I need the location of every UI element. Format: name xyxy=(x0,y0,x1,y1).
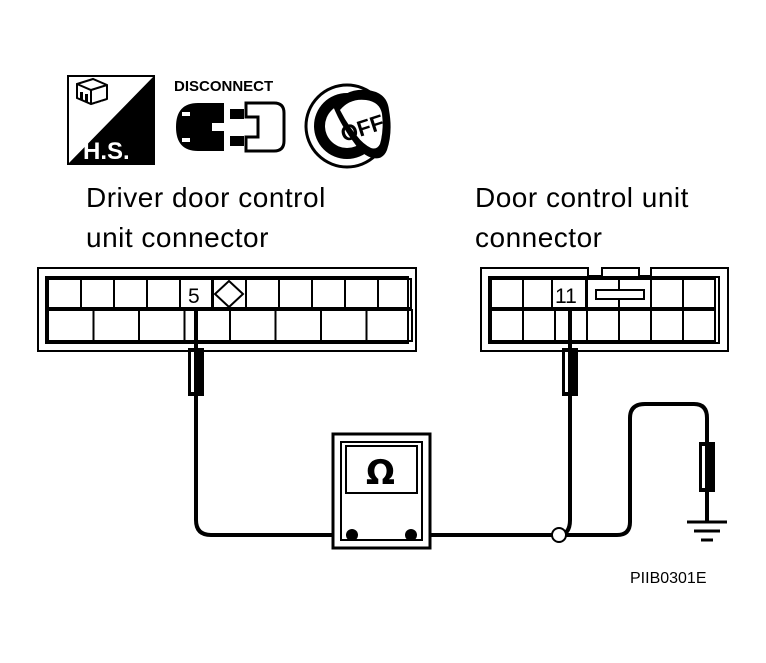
connector-cavity xyxy=(377,278,412,309)
driver-connector-label: Driver door control unit connector xyxy=(86,178,326,258)
reference-code: PIIB0301E xyxy=(630,570,707,587)
driver-probe xyxy=(188,308,204,396)
meter-terminal-left xyxy=(346,529,358,541)
harness-side-icon: H.S. xyxy=(67,75,155,165)
ground-lead xyxy=(560,402,709,537)
driver-pin-number: 5 xyxy=(188,285,200,308)
meter-display xyxy=(345,445,418,494)
ground-probe xyxy=(699,442,715,522)
ignition-off-icon: OFF xyxy=(304,83,391,169)
disconnect-label: DISCONNECT xyxy=(174,78,273,95)
ohmmeter: Ω xyxy=(331,432,432,550)
door-connector-label: Door control unit connector xyxy=(475,178,689,258)
driver-connector-label-line1: Driver door control xyxy=(86,182,326,213)
connector-slot xyxy=(595,289,645,300)
test-leads xyxy=(194,394,709,537)
ground-icon xyxy=(687,520,727,542)
door-probe xyxy=(562,308,578,396)
connector-key-diamond xyxy=(213,279,245,309)
connector-cavity xyxy=(365,309,413,342)
driver-connector-label-line2: unit connector xyxy=(86,222,269,253)
connector-cavity xyxy=(682,309,716,342)
junction-point xyxy=(551,527,567,543)
connector-cavity xyxy=(682,278,716,309)
left-lead xyxy=(194,394,350,537)
driver-pin-5-cell xyxy=(179,278,213,309)
meter-terminal-right xyxy=(405,529,417,541)
door-connector: 11 xyxy=(480,267,729,352)
door-connector-label-line2: connector xyxy=(475,222,603,253)
door-pin-number: 11 xyxy=(555,285,577,308)
disconnect-icon: DISCONNECT xyxy=(174,78,286,153)
driver-door-connector: 5 xyxy=(37,267,417,352)
hs-label: H.S. xyxy=(83,138,130,165)
ohm-icon: Ω xyxy=(366,453,395,493)
door-connector-label-line1: Door control unit xyxy=(475,182,689,213)
